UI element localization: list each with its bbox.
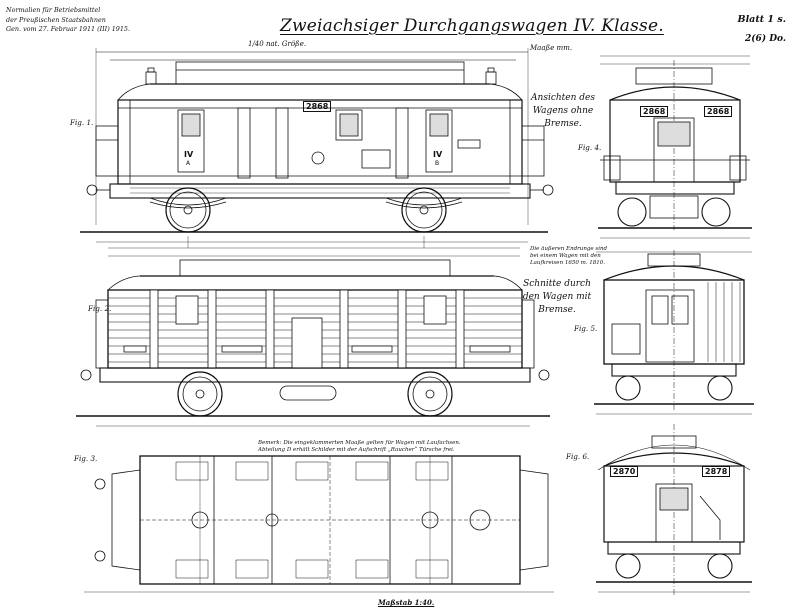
fig1-label: Fig. 1. <box>70 118 94 127</box>
fig6-label: Fig. 6. <box>566 452 590 461</box>
fig1-wagon-number: 2868 <box>303 101 332 112</box>
class-mark-right: IV <box>433 150 443 159</box>
class-mark-left-sub: A <box>186 160 191 167</box>
section-label: Schnitte durch den Wagen mit Bremse. <box>522 279 592 315</box>
fig3-floor-plan <box>84 455 554 593</box>
footer-scale: Maßstab 1:40. <box>378 598 435 607</box>
plan-note: Bemerk: Die eingeklammerten Maaße gelten… <box>258 440 461 453</box>
header-line-1: Normalien für Betriebsmittel <box>6 6 101 14</box>
fig2-longitudinal-section <box>76 247 550 427</box>
fig4-end-view <box>598 55 752 239</box>
header-line-3: Gen. vom 27. Februar 1911 (III) 1915. <box>6 25 131 33</box>
scale-note: 1/40 nat. Größe. <box>248 40 307 48</box>
units-note: Maaße mm. <box>530 44 573 52</box>
fig4-wagon-number-right: 2868 <box>704 106 733 117</box>
fig4-label: Fig. 4. <box>578 143 602 152</box>
fig4-wagon-number-left: 2868 <box>640 106 669 117</box>
views-label: Ansichten des Wagens ohne Bremse. <box>531 93 595 129</box>
sheet-code: 2(6) Do. <box>745 34 786 44</box>
fig1-side-elevation <box>80 48 554 248</box>
fig5-label: Fig. 5. <box>574 324 598 333</box>
fig2-label: Fig. 2. <box>88 304 112 313</box>
fig3-label: Fig. 3. <box>74 454 98 463</box>
drawing-title: Zweiachsiger Durchgangswagen IV. Klasse. <box>280 16 664 36</box>
fig5-cross-section <box>594 250 754 415</box>
sheet-number: Blatt 1 s. <box>737 14 786 25</box>
header-left-notes: Normalien für Betriebsmittel der Preußis… <box>6 6 156 35</box>
class-mark-right-sub: B <box>435 160 440 167</box>
section-note: Die äußeren Endrunge sind bei einem Wage… <box>530 246 608 266</box>
header-line-2: der Preußischen Staatsbahnen <box>6 15 106 24</box>
fig6-end-view <box>596 424 752 596</box>
class-mark-left: IV <box>184 150 194 159</box>
